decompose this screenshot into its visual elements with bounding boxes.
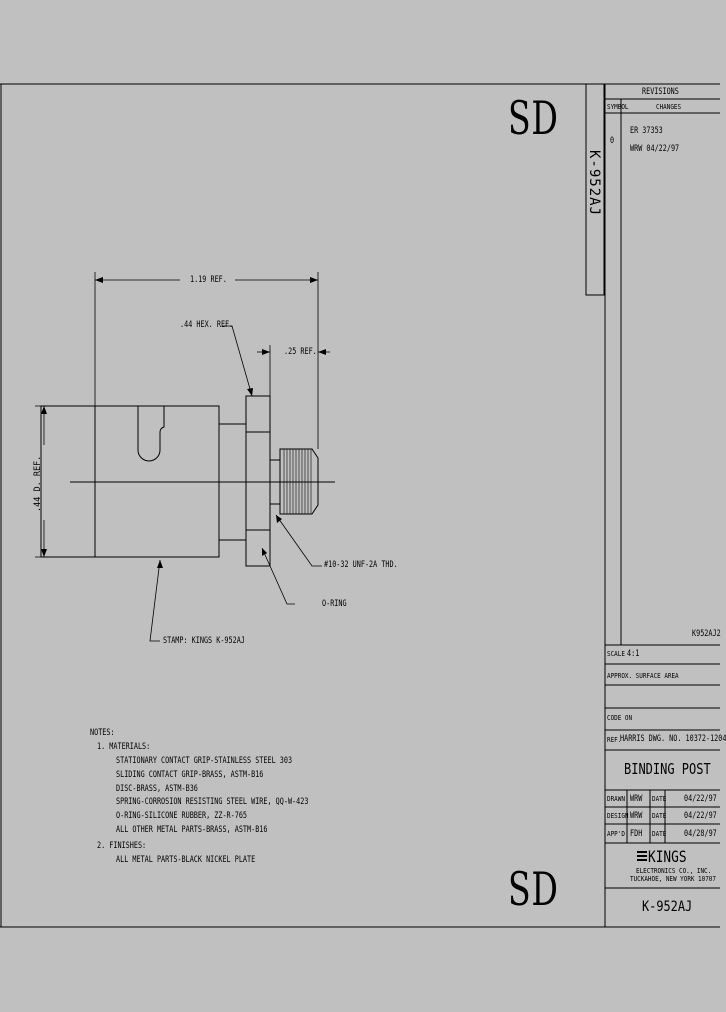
approved-date: 04/28/97 [684, 829, 717, 839]
rev-line1: ER 37353 [630, 126, 663, 136]
design-date: 04/22/97 [684, 811, 717, 821]
finishes-heading: 2. FINISHES: [97, 841, 147, 851]
finish-1: ALL METAL PARTS-BLACK NICKEL PLATE [116, 855, 256, 865]
rev-col-changes: CHANGES [656, 103, 682, 111]
scale-label: SCALE [607, 650, 625, 658]
code-label: CODE ON [607, 714, 633, 722]
notes-title: NOTES: [90, 728, 115, 738]
stamp-sd-bottom: SD [508, 862, 559, 916]
part-number: K-952AJ [642, 899, 693, 915]
surface-area-label: APPROX. SURFACE AREA [607, 672, 679, 680]
revisions-header: REVISIONS [642, 87, 679, 97]
drawn-label: DRAWN [607, 795, 625, 803]
rev-symbol: 0 [610, 136, 615, 146]
approved-date-label: DATE [652, 830, 667, 838]
ref-value: HARRIS DWG. NO. 10372-1204 [620, 734, 726, 744]
scale-value: 4:1 [627, 649, 640, 659]
approved-initials: FDH [630, 829, 643, 839]
company-line2: TUCKAHOE, NEW YORK 10707 [630, 875, 716, 883]
material-3: DISC-BRASS, ASTM-B36 [116, 784, 198, 794]
thread [279, 448, 319, 515]
ref-label: REF. [607, 736, 622, 744]
approved-label: APP'D [607, 830, 625, 838]
drawn-date-label: DATE [652, 795, 667, 803]
file-reference: K952AJ2 [692, 629, 721, 639]
vertical-part-number: K-952AJ [586, 150, 602, 217]
material-4: SPRING-CORROSION RESISTING STEEL WIRE, Q… [116, 797, 309, 807]
dim-thread-length: .25 REF. [284, 347, 317, 357]
dim-overall-length: 1.19 REF. [190, 275, 227, 285]
drawing-title: BINDING POST [624, 760, 711, 778]
drawn-initials: WRW [630, 794, 643, 804]
hex-nut [245, 395, 271, 567]
material-2: SLIDING CONTACT GRIP-BRASS, ASTM-B16 [116, 770, 264, 780]
dim-stamp: STAMP: KINGS K-952AJ [163, 636, 245, 646]
material-1: STATIONARY CONTACT GRIP-STAINLESS STEEL … [116, 756, 293, 766]
dim-diameter: .44 D. REF. [33, 455, 43, 512]
material-5: O-RING-SILICONE RUBBER, ZZ-R-765 [116, 811, 248, 821]
dim-thread-spec: #10-32 UNF-2A THD. [324, 560, 398, 570]
stamp-sd-top: SD [508, 91, 559, 145]
vertical-part-box [585, 83, 605, 296]
material-6: ALL OTHER METAL PARTS-BRASS, ASTM-B16 [116, 825, 268, 835]
materials-heading: 1. MATERIALS: [97, 742, 151, 752]
dim-hex: .44 HEX. REF. [180, 320, 234, 330]
design-date-label: DATE [652, 812, 667, 820]
company-name: KINGS [648, 847, 687, 866]
design-initials: WRW [630, 811, 643, 821]
dim-oring: O-RING [322, 599, 347, 609]
drawn-date: 04/22/97 [684, 794, 717, 804]
design-label: DESIGN [607, 812, 629, 820]
rev-line2: WRW 04/22/97 [630, 144, 680, 154]
rev-col-symbol: SYMBOL [607, 103, 629, 111]
kings-logo-icon [637, 851, 647, 861]
body-slot [137, 406, 165, 462]
company-line1: ELECTRONICS CO., INC. [636, 867, 712, 875]
